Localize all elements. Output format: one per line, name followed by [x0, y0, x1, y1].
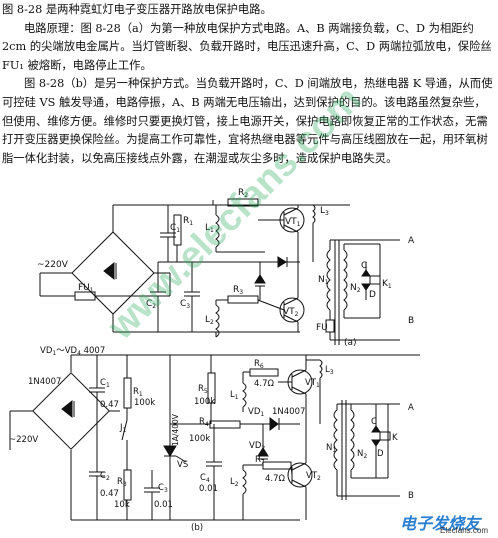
- svg-text:VT1: VT1: [305, 378, 320, 389]
- svg-text:R1: R1: [183, 216, 193, 227]
- svg-text:VD1: VD1: [248, 407, 264, 418]
- resistor-r1-b: [123, 377, 132, 409]
- coil-n2: [343, 249, 348, 311]
- svg-text:VD2: VD2: [249, 441, 265, 452]
- svg-text:C3: C3: [180, 299, 190, 310]
- transistor-vt2-b: [287, 462, 313, 488]
- coil-n2-b: [350, 409, 355, 471]
- paragraph-1: 电路原理：图 8-28（a）为第一种放电保护方式电路。A、B 两端接负载，C、D…: [2, 21, 492, 72]
- svg-text:VT2: VT2: [283, 307, 299, 318]
- svg-text:1N4007: 1N4007: [28, 377, 61, 387]
- svg-text:B: B: [408, 491, 414, 501]
- svg-text:A: A: [408, 236, 415, 246]
- svg-text:R2: R2: [238, 188, 248, 199]
- svg-text:VT1: VT1: [285, 217, 301, 228]
- svg-text:C3: C3: [158, 483, 168, 494]
- svg-text:L1: L1: [205, 223, 214, 234]
- coil-l3: [312, 204, 316, 224]
- svg-text:4.7Ω: 4.7Ω: [265, 474, 286, 484]
- coil-n1-b: [333, 409, 338, 471]
- svg-text:FU1: FU1: [78, 283, 94, 294]
- fuse-k1: [369, 275, 381, 285]
- coil-n1: [326, 249, 331, 311]
- svg-text:4.7Ω: 4.7Ω: [254, 379, 275, 389]
- svg-text:C4: C4: [200, 473, 210, 484]
- resistor-r6-b: [249, 368, 279, 377]
- svg-text:VT2: VT2: [306, 471, 321, 482]
- svg-text:N2: N2: [357, 449, 367, 460]
- svg-text:0.01: 0.01: [154, 500, 173, 510]
- svg-text:0.47: 0.47: [100, 400, 119, 410]
- svg-text:N1: N1: [318, 275, 329, 286]
- svg-text:1A/400V: 1A/400V: [171, 413, 180, 446]
- resistor-r2: [227, 198, 259, 207]
- svg-text:VS: VS: [177, 460, 188, 470]
- svg-text:L2: L2: [205, 315, 214, 326]
- svg-text:C2: C2: [100, 471, 110, 482]
- svg-text:(b): (b): [191, 523, 203, 533]
- svg-text:(a): (a): [344, 338, 357, 348]
- svg-text:D: D: [369, 290, 376, 300]
- svg-text:K1: K1: [382, 279, 392, 290]
- svg-text:L1: L1: [230, 390, 239, 401]
- logo-url: Elecfans.com: [440, 526, 489, 535]
- svg-text:10k: 10k: [114, 500, 130, 510]
- svg-text:R5: R5: [198, 384, 208, 395]
- svg-text:100k: 100k: [189, 434, 210, 444]
- svg-text:0.47: 0.47: [100, 489, 119, 499]
- circuit-a: [39, 198, 400, 345]
- resistor-r7-b: [262, 461, 292, 470]
- svg-text:R4: R4: [199, 417, 209, 428]
- caption: 图 8-28 是两种霓虹灯电子变压器开路放电保护电路。: [2, 3, 272, 16]
- logo-text: 电子发烧友: [400, 514, 481, 533]
- svg-text:0.01: 0.01: [199, 484, 218, 494]
- labels-b: VD1～VD4 4007 1N4007 C1 0.47 R1 100k R5 1…: [9, 346, 414, 533]
- svg-text:B: B: [408, 316, 414, 326]
- svg-text:R6: R6: [254, 359, 264, 370]
- svg-text:100k: 100k: [194, 397, 215, 407]
- resistor-r3: [227, 295, 259, 304]
- svg-text:VD1～VD4 4007: VD1～VD4 4007: [40, 346, 105, 357]
- svg-text:K: K: [392, 433, 398, 443]
- svg-text:R3: R3: [117, 477, 127, 488]
- svg-text:J1: J1: [119, 423, 127, 434]
- svg-text:R1: R1: [133, 387, 143, 398]
- svg-text:L3: L3: [325, 365, 334, 376]
- paragraph-2: 图 8-28（b）是另一种保护方式。当负载开路时，C、D 间端放电，热继电器 K…: [2, 77, 493, 165]
- svg-text:1N4007: 1N4007: [272, 407, 305, 417]
- article-text: 图 8-28 是两种霓虹灯电子变压器开路放电保护电路。 电路原理：图 8-28（…: [2, 1, 496, 168]
- svg-text:N1: N1: [326, 443, 336, 454]
- svg-text:100k: 100k: [134, 398, 155, 408]
- labels-a: ~220V FU1 C1 R1 R2 VT1 L1 L3 A C K1 N1 N…: [37, 188, 415, 348]
- svg-text:C1: C1: [100, 378, 110, 389]
- svg-text:C2: C2: [146, 299, 156, 310]
- svg-text:L2: L2: [230, 477, 239, 488]
- svg-text:C: C: [371, 417, 377, 427]
- site-logo: 电子发烧友 Elecfans.com: [400, 508, 496, 536]
- svg-text:C1: C1: [170, 223, 180, 234]
- svg-text:C: C: [361, 261, 367, 271]
- svg-text:L3: L3: [320, 206, 329, 217]
- svg-text:N2: N2: [350, 283, 361, 294]
- coil-l3-b: [319, 359, 323, 379]
- transistor-vt2: [279, 297, 305, 323]
- svg-text:~220V: ~220V: [9, 435, 38, 445]
- svg-text:R3: R3: [233, 285, 243, 296]
- svg-text:A: A: [408, 403, 414, 413]
- svg-text:FU: FU: [316, 323, 328, 333]
- bridge-rectifier-a: [71, 231, 155, 315]
- circuit-b: [9, 354, 420, 521]
- relay-k: [379, 431, 391, 441]
- svg-text:D: D: [377, 449, 384, 459]
- svg-text:R7: R7: [255, 455, 265, 466]
- svg-text:~220V: ~220V: [37, 260, 69, 270]
